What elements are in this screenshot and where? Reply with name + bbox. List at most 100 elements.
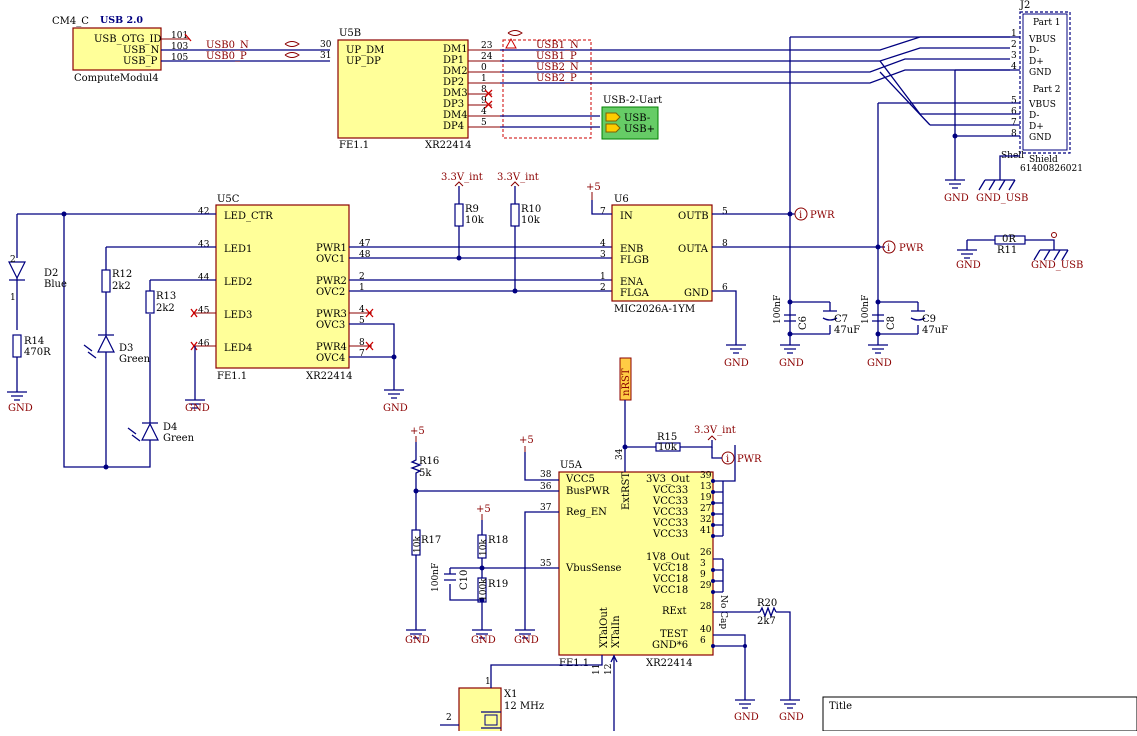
diff-pair-marker (284, 41, 300, 58)
u5a-right_nums-0-text: 39 (700, 471, 712, 481)
u5c-right_nums-4-text: 4 (359, 305, 365, 315)
d3-led[interactable]: D3 Green (83, 334, 151, 370)
nets-gnd-text: GND (956, 260, 981, 271)
components-c10_val-text: 100nF (431, 563, 441, 592)
cm4-connector[interactable]: CM4_C USB 2.0 USB_OTG_ID USB_N USB_P 101… (52, 15, 188, 84)
u5a-left_nums-3-text: 35 (540, 559, 552, 569)
u6-power-switch[interactable]: U6 IN ENB FLGB ENA FLGA 7 4 3 1 2 OUTB O… (600, 194, 728, 315)
gnd-u6: GND (724, 344, 749, 369)
components-c9_val-text: 47uF (922, 325, 948, 336)
u5c-right_pins-1-text: OVC1 (316, 254, 345, 265)
r13[interactable]: R13 2k2 (145, 290, 176, 314)
nrst-port[interactable]: nRST (619, 357, 632, 401)
components-x1_val-text: 12 MHz (504, 701, 544, 712)
u5a-left_nums-2-text: 37 (540, 503, 552, 513)
components-d3-text: D3 (119, 343, 133, 354)
u5a-right_pins-6-text: 1V8_Out (646, 552, 690, 563)
nets-v33int-text: 3.3V_int (694, 425, 736, 436)
j2-p1-dm: D- (1029, 46, 1039, 56)
u5a-right_pins-0-text: 3V3_Out (646, 474, 690, 485)
components-r19-text: R19 (488, 579, 508, 590)
d4-led[interactable]: D4 Green (127, 412, 195, 444)
u6-pins_right-2-text: GND (684, 288, 709, 299)
u5c-left_nums-1-text: 43 (198, 240, 210, 250)
nets-gnd_usb-text: GND_USB (976, 193, 1028, 204)
components-r9-text: R9 (465, 204, 479, 215)
components-r14-text: R14 (24, 336, 44, 347)
components-r13-text: R13 (156, 291, 176, 302)
u6-nums_left-4-text: 2 (600, 283, 606, 293)
gnd-r17: GND (405, 629, 430, 646)
diff-group-box (502, 39, 592, 139)
title-block-label: Title (829, 701, 852, 712)
u5c-left_pins-4-text: LED4 (224, 343, 252, 354)
components-r10_val-text: 10k (521, 215, 541, 226)
u5a-right_nums-9-text: 29 (700, 581, 712, 591)
u5a-left_nums-1-text: 36 (540, 482, 552, 492)
u5b-ref: U5B (339, 28, 361, 39)
u5c-body (215, 204, 350, 369)
u5b-num-4: 4 (481, 107, 487, 117)
u5c-right_pins-3-text: OVC2 (316, 287, 345, 298)
cm4-pin-p: USB_P (123, 56, 158, 67)
j2-p2-vbus: VBUS (1028, 100, 1056, 110)
u5b-dp4: DP4 (443, 121, 464, 132)
u6-pins_left-2-text: FLGB (620, 255, 649, 266)
r11[interactable]: 0R R11 GND GND_USB (956, 232, 1083, 272)
j2-num-8: 8 (1011, 129, 1017, 139)
j2-num-6: 6 (1011, 107, 1017, 117)
gnd-u5c-led4: GND (185, 399, 210, 414)
uart-title: USB-2-Uart (603, 95, 662, 106)
cm4-title: USB 2.0 (100, 15, 143, 26)
u5a-right_nums-2-text: 19 (700, 493, 712, 503)
components-r20-text: R20 (757, 598, 777, 609)
u5b-hub[interactable]: U5B UP_DM UP_DP 30 31 DM1 DP1 DM2 DP2 DM… (320, 28, 493, 151)
r14[interactable]: R14 470R GND (7, 334, 51, 414)
svg-text:2: 2 (446, 713, 452, 723)
u5b-num-30: 30 (320, 40, 332, 50)
j2-part2: Part 2 (1033, 85, 1061, 95)
u5c-left_pins-2-text: LED2 (224, 277, 252, 288)
u5a-ref-text: U5A (560, 460, 583, 471)
cm4-pin-n: USB_N (123, 45, 160, 56)
u5a-right_pins-12-text: GND*6 (652, 640, 688, 651)
u5a-right_pins-10-text: RExt (662, 606, 687, 617)
pwr-flag-outa: i PWR (882, 240, 924, 254)
u5a-right_pins-8-text: VCC18 (652, 574, 688, 585)
u5a-right_pins-3-text: VCC33 (652, 507, 688, 518)
u5b-dm2: DM2 (443, 66, 468, 77)
j2-ref: J2 (1019, 0, 1030, 11)
components-r11_val-text: 0R (1002, 234, 1016, 245)
u5a-power-block[interactable]: U5A VCC5 BusPWR Reg_EN VbusSense 38 36 3… (540, 448, 728, 675)
u5a-bottom_nums-0-text: 11 (592, 664, 602, 675)
u5a-left_pins-1-text: BusPWR (566, 486, 610, 497)
d2-led[interactable]: D2 Blue 2 1 (8, 214, 67, 330)
r9[interactable]: 3.3V_int R9 10k (441, 172, 485, 258)
u5c-right_nums-0-text: 47 (359, 239, 371, 249)
r10[interactable]: 3.3V_int R10 10k (497, 172, 541, 291)
pwr-flag-u5a: i PWR (721, 451, 762, 465)
usb2uart-port[interactable]: USB-2-Uart USB- USB+ (601, 95, 662, 140)
u5a-right_nums-8-text: 9 (700, 570, 706, 580)
j2-connector[interactable]: J2 Part 1 VBUS D- D+ GND Part 2 VBUS D- … (1001, 0, 1083, 174)
components-r20_val-text: 2k7 (757, 616, 776, 627)
u5b-dp3: DP3 (443, 99, 464, 110)
cm4-num-103: 103 (171, 42, 188, 52)
c6-c7-caps[interactable]: 100nF C6 C7 47uF GND (773, 295, 860, 369)
u5b-num-8: 8 (481, 85, 487, 95)
u6-nums_left-1-text: 4 (600, 239, 606, 249)
u5c-right_nums-3-text: 1 (359, 283, 365, 293)
u5b-dp2: DP2 (443, 77, 464, 88)
x1-crystal[interactable]: X1 12 MHz 1 2 (446, 677, 544, 736)
u5a-right_nums-1-text: 13 (700, 482, 712, 492)
nets-gnd-text: GND (779, 712, 804, 723)
u5c-right_nums-7-text: 7 (359, 349, 365, 359)
c8-c9-caps[interactable]: 100nF C8 C9 47uF GND (861, 295, 948, 369)
r12[interactable]: R12 2k2 (101, 269, 132, 293)
u5a-left_pins-0-text: VCC5 (565, 474, 595, 485)
nets-gnd-text: GND (514, 635, 539, 646)
u5c-led-block[interactable]: U5C LED_CTR LED1 LED2 LED3 LED4 42 43 44… (198, 194, 371, 382)
nets-gnd-text: GND (779, 358, 804, 369)
net-usb1-p: USB1_P (536, 51, 577, 62)
u6-pins_left-0-text: IN (620, 211, 633, 222)
